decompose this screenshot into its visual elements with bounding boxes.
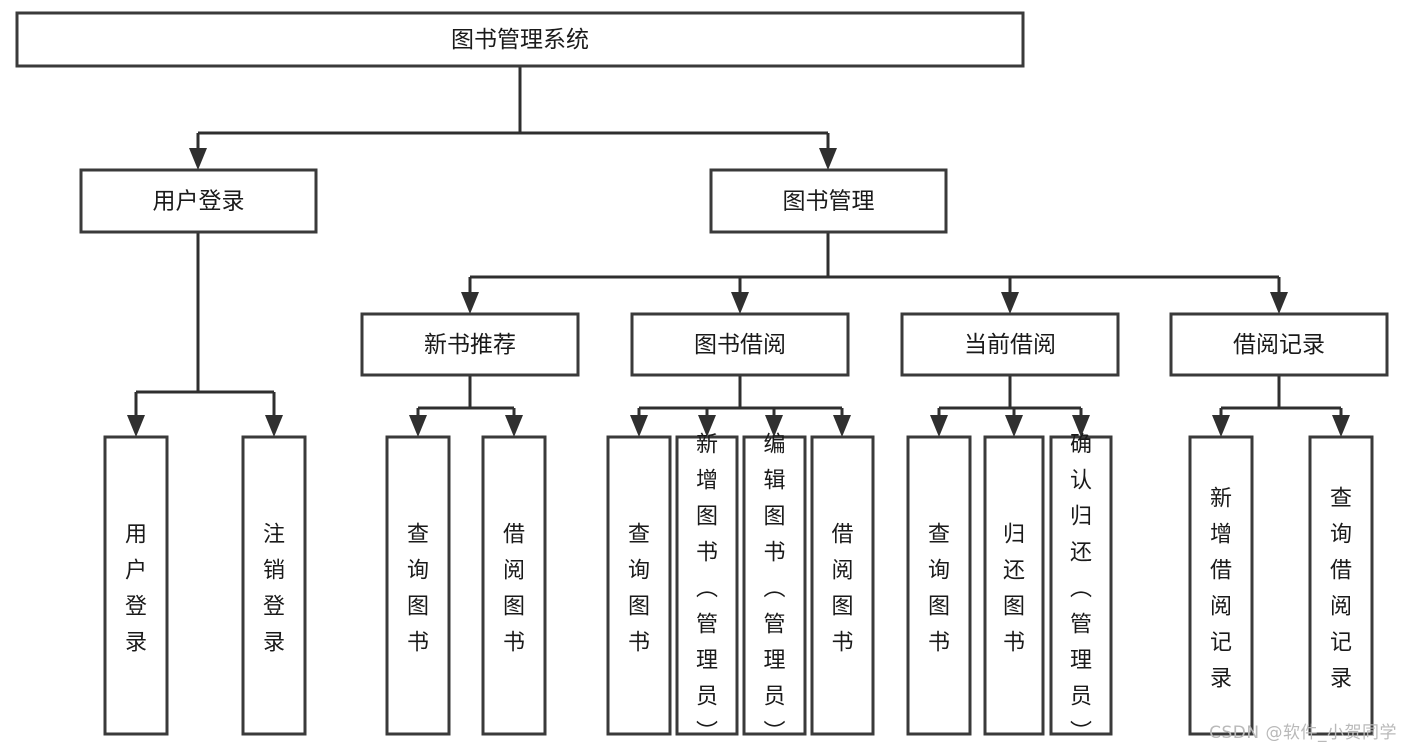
node-box xyxy=(15,11,1025,68)
node-label: 查询图书 xyxy=(928,523,950,656)
node-leaf-编辑图书管理员[interactable]: 编辑图书︵管理员︶ xyxy=(742,433,807,746)
arrow-head-icon xyxy=(1072,415,1090,437)
node-label: 借阅图书 xyxy=(503,523,525,656)
node-leaf-新增图书管理员[interactable]: 新增图书︵管理员︶ xyxy=(675,433,739,746)
node-label: 新书推荐 xyxy=(424,332,516,358)
node-box xyxy=(360,312,580,377)
arrow-head-icon xyxy=(630,415,648,437)
node-label: 注销登录 xyxy=(263,523,285,656)
node-label: 借阅图书 xyxy=(831,523,853,656)
node-label: 用户登录 xyxy=(125,523,147,656)
node-label: 新增图书︵管理员︶ xyxy=(696,433,718,746)
node-box xyxy=(742,435,807,736)
node-box xyxy=(241,435,307,736)
connector-group-5 xyxy=(930,375,1090,437)
arrow-head-icon xyxy=(189,148,207,170)
arrow-head-icon xyxy=(1212,415,1230,437)
connector-group-2 xyxy=(461,232,1288,314)
node-label: 当前借阅 xyxy=(964,332,1056,358)
node-leaf-查询借阅记录[interactable]: 查询借阅记录 xyxy=(1308,435,1374,736)
node-label: 查询图书 xyxy=(628,523,650,656)
node-l3-借阅记录[interactable]: 借阅记录 xyxy=(1169,312,1389,377)
node-box xyxy=(906,435,972,736)
node-box xyxy=(79,168,318,234)
node-layer: 图书管理系统用户登录图书管理新书推荐图书借阅当前借阅借阅记录用户登录注销登录查询… xyxy=(15,11,1389,746)
node-box xyxy=(1188,435,1254,736)
node-leaf-查询图书[interactable]: 查询图书 xyxy=(906,435,972,736)
node-leaf-用户登录[interactable]: 用户登录 xyxy=(103,435,169,736)
arrow-head-icon xyxy=(1332,415,1350,437)
arrow-head-icon xyxy=(265,415,283,437)
connector-group-4 xyxy=(630,375,851,437)
arrow-head-icon xyxy=(819,148,837,170)
arrow-head-icon xyxy=(461,292,479,314)
node-root-图书管理系统[interactable]: 图书管理系统 xyxy=(15,11,1025,68)
node-label: 编辑图书︵管理员︶ xyxy=(763,433,785,746)
node-leaf-注销登录[interactable]: 注销登录 xyxy=(241,435,307,736)
node-box xyxy=(900,312,1120,377)
node-l2-用户登录[interactable]: 用户登录 xyxy=(79,168,318,234)
node-box xyxy=(630,312,850,377)
arrow-head-icon xyxy=(698,415,716,437)
node-box xyxy=(810,435,875,736)
node-l3-当前借阅[interactable]: 当前借阅 xyxy=(900,312,1120,377)
connector-group-1 xyxy=(127,232,283,437)
node-label: 归还图书 xyxy=(1003,523,1025,656)
connector-group-3 xyxy=(409,375,523,437)
node-box xyxy=(385,435,451,736)
node-box xyxy=(709,168,948,234)
node-box xyxy=(675,435,739,736)
node-leaf-新增借阅记录[interactable]: 新增借阅记录 xyxy=(1188,435,1254,736)
arrow-head-icon xyxy=(127,415,145,437)
arrow-head-icon xyxy=(409,415,427,437)
node-box xyxy=(1049,435,1113,736)
arrow-head-icon xyxy=(731,292,749,314)
node-leaf-查询图书[interactable]: 查询图书 xyxy=(606,435,672,736)
node-label: 借阅记录 xyxy=(1233,332,1325,358)
node-leaf-归还图书[interactable]: 归还图书 xyxy=(983,435,1045,736)
arrow-head-icon xyxy=(833,415,851,437)
node-l2-图书管理[interactable]: 图书管理 xyxy=(709,168,948,234)
node-label: 图书管理系统 xyxy=(451,27,589,53)
node-box xyxy=(1169,312,1389,377)
node-leaf-查询图书[interactable]: 查询图书 xyxy=(385,435,451,736)
arrow-head-icon xyxy=(930,415,948,437)
node-box xyxy=(606,435,672,736)
node-box xyxy=(481,435,547,736)
node-l3-图书借阅[interactable]: 图书借阅 xyxy=(630,312,850,377)
node-label: 查询借阅记录 xyxy=(1330,487,1352,692)
node-box xyxy=(1308,435,1374,736)
arrow-head-icon xyxy=(1270,292,1288,314)
arrow-head-icon xyxy=(505,415,523,437)
node-leaf-借阅图书[interactable]: 借阅图书 xyxy=(481,435,547,736)
arrow-head-icon xyxy=(1005,415,1023,437)
node-leaf-确认归还管理员[interactable]: 确认归还︵管理员︶ xyxy=(1049,433,1113,746)
node-l3-新书推荐[interactable]: 新书推荐 xyxy=(360,312,580,377)
connector-group-6 xyxy=(1212,375,1350,437)
node-label: 查询图书 xyxy=(407,523,429,656)
node-box xyxy=(983,435,1045,736)
connector-group-0 xyxy=(189,66,837,170)
node-label: 确认归还︵管理员︶ xyxy=(1070,433,1092,746)
node-leaf-借阅图书[interactable]: 借阅图书 xyxy=(810,435,875,736)
arrow-head-icon xyxy=(765,415,783,437)
node-label: 图书借阅 xyxy=(694,332,786,358)
node-label: 新增借阅记录 xyxy=(1210,487,1232,692)
node-label: 用户登录 xyxy=(153,189,245,215)
arrow-head-icon xyxy=(1001,292,1019,314)
node-box xyxy=(103,435,169,736)
connector-layer xyxy=(127,66,1350,437)
node-label: 图书管理 xyxy=(783,189,875,215)
